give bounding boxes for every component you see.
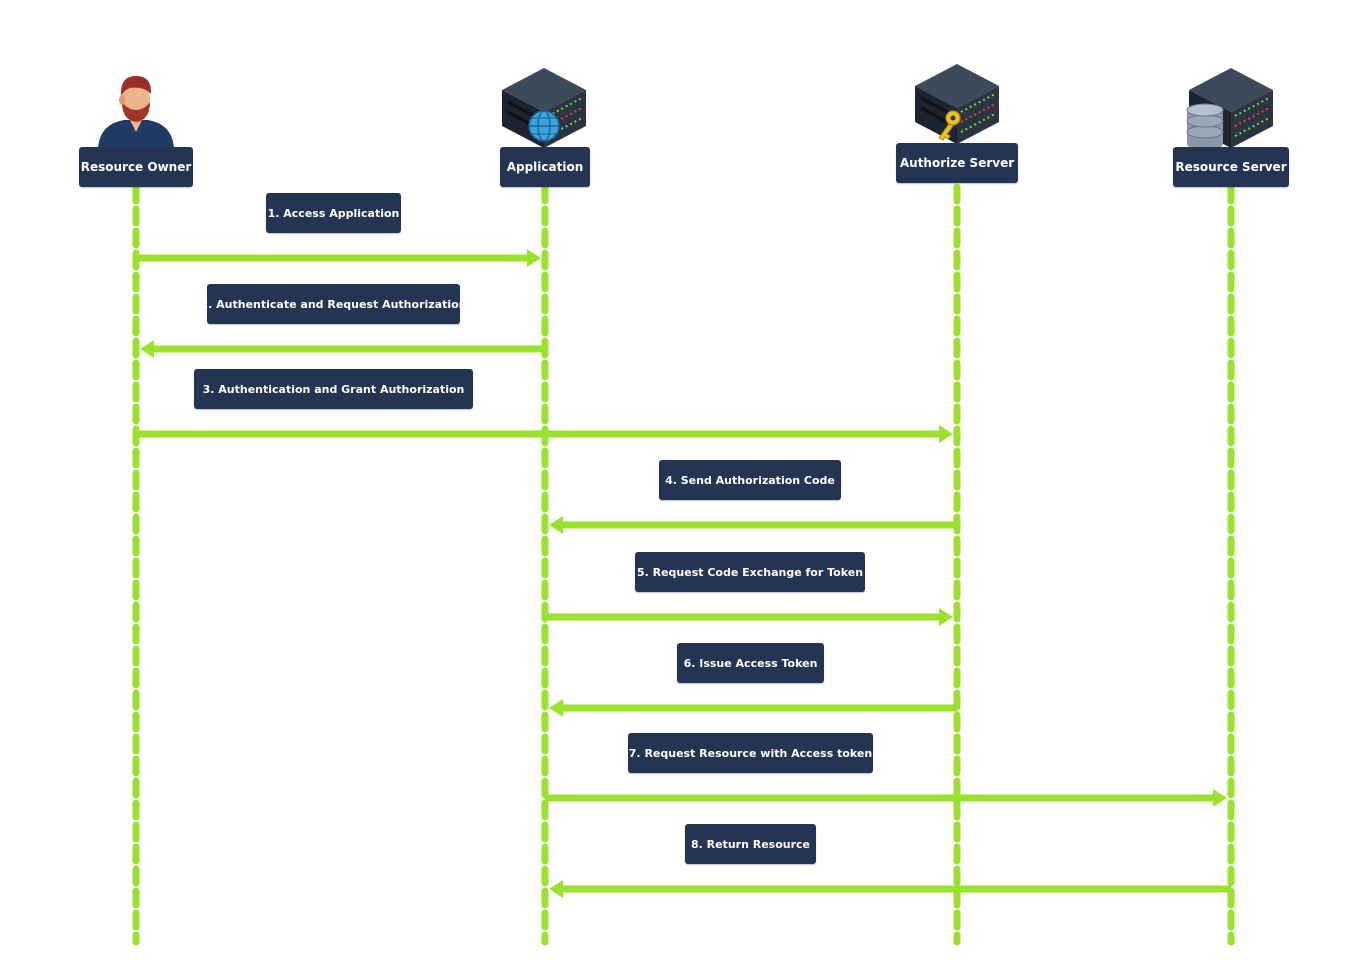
server-key-icon (915, 64, 999, 144)
actor-label-application: Application (500, 147, 590, 187)
message-arrow-5 (545, 608, 953, 626)
arrow-head (939, 608, 953, 626)
message-label-2: 2. Authenticate and Request Authorizatio… (200, 284, 467, 324)
message-arrow-7 (545, 789, 1227, 807)
server-globe-icon (502, 68, 586, 148)
message-arrow-6 (549, 699, 957, 717)
message-arrow-3 (136, 425, 953, 443)
message-arrow-8 (549, 880, 1231, 898)
arrow-head (1213, 789, 1227, 807)
actor-label-authorize-server: Authorize Server (896, 143, 1018, 183)
arrow-head (549, 516, 563, 534)
actor-label-resource-owner: Resource Owner (79, 147, 193, 187)
message-text: 6. Issue Access Token (683, 656, 818, 670)
message-text: 7. Request Resource with Access token (628, 746, 873, 760)
arrow-head (939, 425, 953, 443)
message-label-8: 8. Return Resource (685, 824, 816, 864)
arrow-head (527, 249, 541, 267)
message-label-1: 1. Access Application (266, 193, 401, 233)
message-text: 2. Authenticate and Request Authorizatio… (200, 297, 467, 311)
message-text: 1. Access Application (267, 206, 400, 220)
message-arrow-4 (549, 516, 957, 534)
message-arrow-1 (136, 249, 541, 267)
message-label-5: 5. Request Code Exchange for Token (635, 552, 865, 592)
message-arrow-2 (140, 340, 545, 358)
server-database-icon (1186, 68, 1273, 150)
message-label-6: 6. Issue Access Token (677, 643, 824, 683)
message-label-7: 7. Request Resource with Access token (628, 733, 873, 773)
arrow-head (549, 699, 563, 717)
actor-name: Authorize Server (899, 156, 1015, 170)
message-text: 5. Request Code Exchange for Token (636, 565, 864, 579)
message-label-3: 3. Authentication and Grant Authorizatio… (194, 369, 473, 409)
message-text: 3. Authentication and Grant Authorizatio… (202, 382, 465, 396)
actor-name: Resource Server (1175, 160, 1287, 174)
actor-label-resource-server: Resource Server (1173, 147, 1289, 187)
message-text: 8. Return Resource (690, 837, 811, 851)
person-icon (98, 76, 174, 148)
arrow-head (549, 880, 563, 898)
message-text: 4. Send Authorization Code (665, 473, 835, 487)
message-label-4: 4. Send Authorization Code (659, 460, 841, 500)
actor-name: Application (506, 160, 584, 174)
actor-name: Resource Owner (80, 160, 192, 174)
arrow-head (140, 340, 154, 358)
